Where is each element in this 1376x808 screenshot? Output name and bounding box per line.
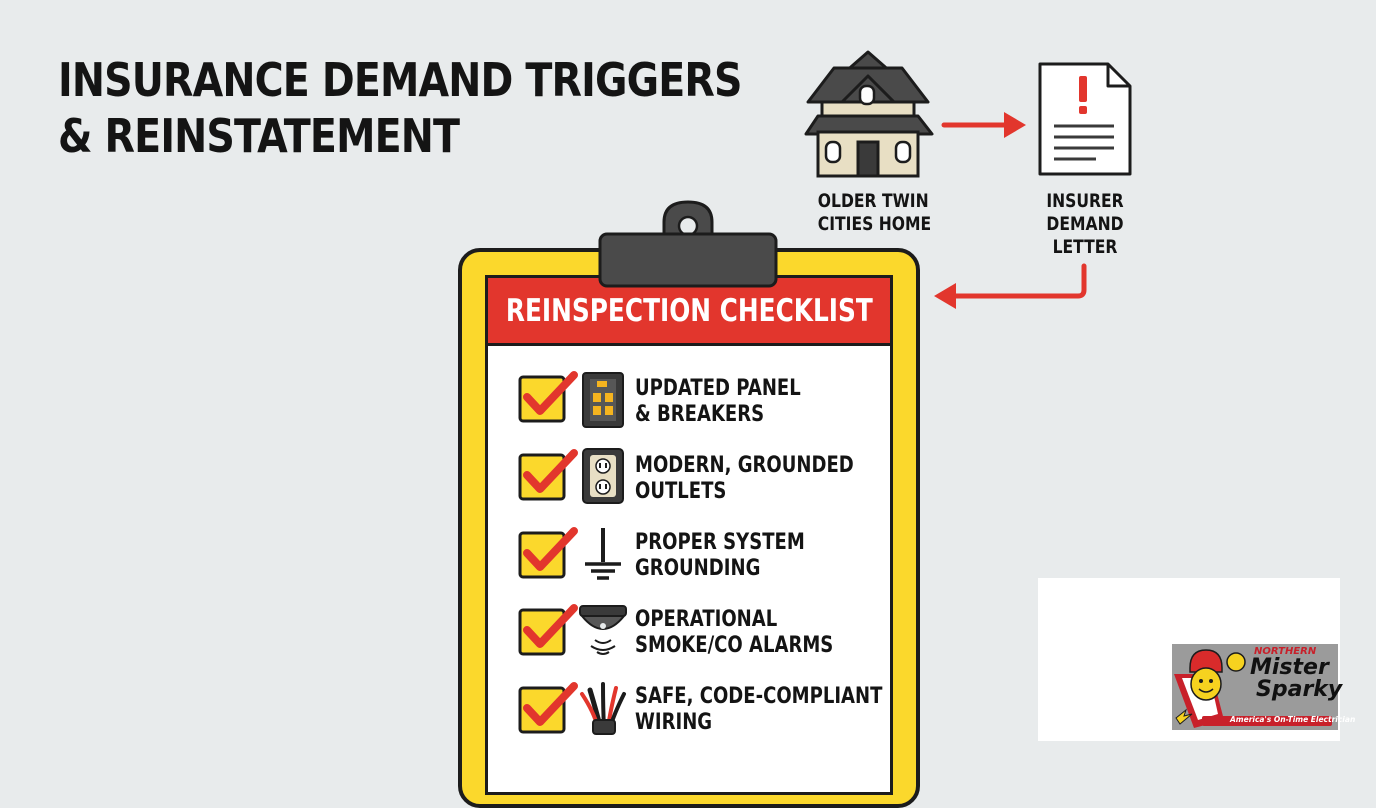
outlet-icon: [582, 448, 624, 504]
page-title: INSURANCE DEMAND TRIGGERS & REINSTATEMEN…: [58, 52, 742, 164]
checklist-item-4: OPERATIONAL SMOKE/CO ALARMS: [635, 607, 834, 658]
checkbox-1[interactable]: [518, 371, 578, 423]
clipboard-clip-icon: [598, 200, 778, 288]
arrow-home-to-letter: [941, 112, 1026, 138]
logo-region: NORTHERN: [1254, 646, 1317, 657]
logo-tagline: America's On-Time Electrician: [1230, 715, 1356, 724]
ground-symbol-icon: [585, 528, 621, 580]
letter-label: INSURER DEMAND LETTER: [1046, 190, 1124, 258]
logo-name-line-2: Sparky: [1256, 677, 1343, 702]
checklist-item-3: PROPER SYSTEM GROUNDING: [635, 530, 805, 581]
arrow-letter-to-checklist: [934, 263, 1087, 309]
house-icon: [804, 50, 934, 178]
checkbox-4[interactable]: [518, 604, 578, 656]
checkbox-3[interactable]: [518, 527, 578, 579]
checkbox-column: [518, 371, 578, 734]
checklist-item-1: UPDATED PANEL & BREAKERS: [635, 376, 801, 427]
smoke-alarm-icon: [579, 605, 627, 655]
checklist-item-5: SAFE, CODE-COMPLIANT WIRING: [635, 684, 883, 735]
electrical-panel-icon: [582, 372, 624, 428]
wiring-icon: [580, 682, 626, 735]
page-title-line-2: & REINSTATEMENT: [58, 109, 460, 163]
logo-name-line-1: Mister: [1250, 655, 1329, 680]
checkbox-2[interactable]: [518, 449, 578, 501]
checklist-paper: REINSPECTION CHECKLIST: [485, 275, 893, 795]
checkbox-5[interactable]: [518, 682, 578, 734]
home-label: OLDER TWIN CITIES HOME: [817, 190, 932, 235]
demand-letter-icon: [1038, 62, 1132, 176]
checklist-header: REINSPECTION CHECKLIST: [488, 278, 890, 346]
mister-sparky-logo: NORTHERN Mister Sparky America's On-Time…: [1172, 644, 1355, 730]
page-title-line-1: INSURANCE DEMAND TRIGGERS: [58, 53, 742, 107]
mascot-icon: [1174, 649, 1332, 728]
checklist-item-2: MODERN, GROUNDED OUTLETS: [635, 453, 854, 504]
checklist-title: REINSPECTION CHECKLIST: [505, 292, 873, 329]
